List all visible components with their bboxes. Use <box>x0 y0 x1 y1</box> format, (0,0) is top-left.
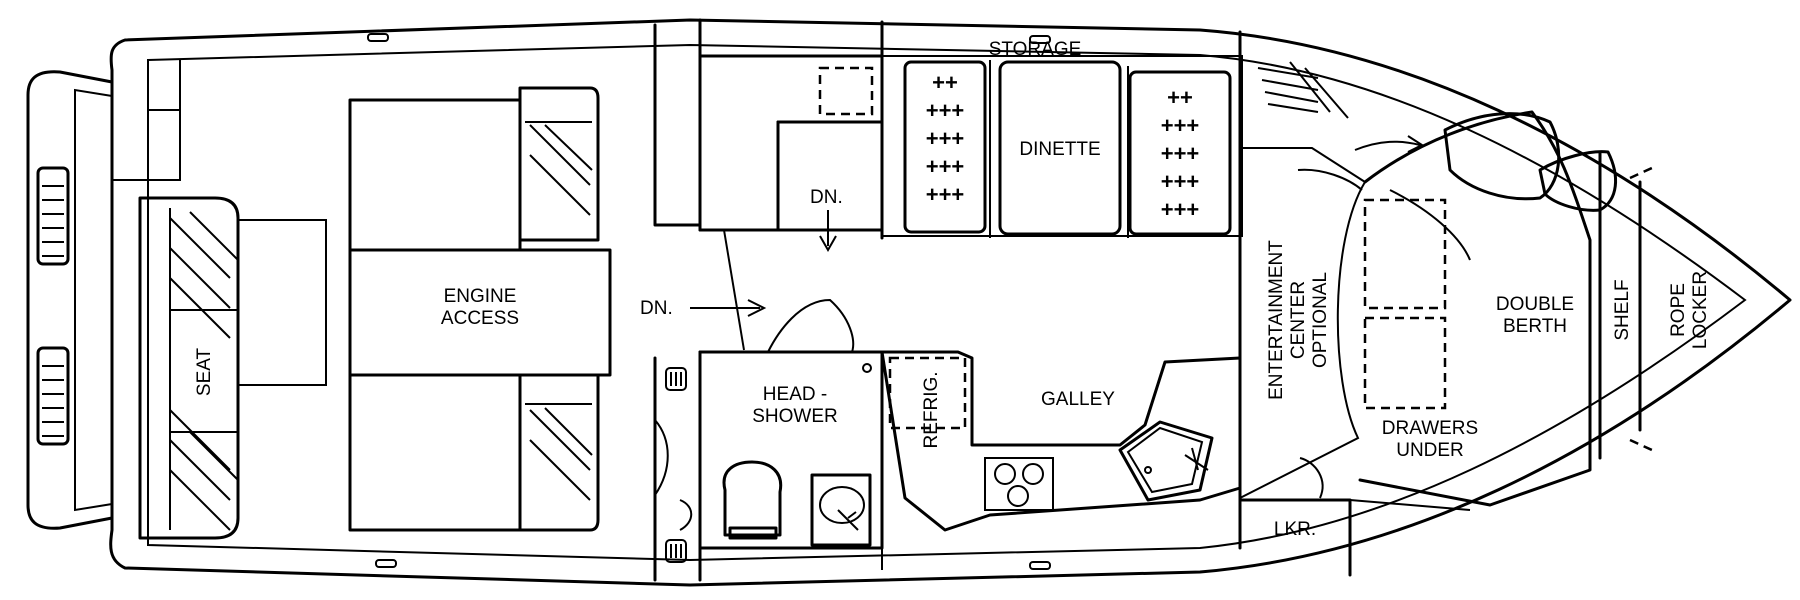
cockpit-coaming <box>112 60 181 181</box>
head-shower-label: HEAD -SHOWER <box>752 384 838 427</box>
dinette: STORAGE DINETTE ++ +++ +++ +++ +++ ++ ++… <box>880 20 1243 240</box>
seat: SEAT <box>138 196 327 540</box>
galley: REFRIG. GALLEY <box>880 350 1242 532</box>
refrig-label: REFRIG. <box>921 371 942 448</box>
dinette-cushion-right: +++ <box>1161 169 1200 194</box>
dinette-cushion-left: ++ <box>932 70 958 95</box>
head-shower: HEAD -SHOWER <box>698 298 884 570</box>
entertainment-center-label: ENTERTAINMENTCENTEROPTIONAL <box>1266 240 1331 400</box>
galley-label: GALLEY <box>1041 389 1115 410</box>
dinette-cushion-left: +++ <box>926 182 965 207</box>
dn-left-label: DN. <box>640 298 673 319</box>
dinette-cushion-right: ++ <box>1167 85 1193 110</box>
dinette-label: DINETTE <box>1019 139 1100 160</box>
dinette-cushion-left: +++ <box>926 154 965 179</box>
bow-storage: SHELF ROPELOCKER <box>1598 150 1711 460</box>
dinette-cushion-left: +++ <box>926 98 965 123</box>
hull-outline <box>109 18 1792 587</box>
dinette-cushion-right: +++ <box>1161 197 1200 222</box>
lkr-label: LKR. <box>1274 519 1316 540</box>
entertainment-center: ENTERTAINMENTCENTEROPTIONAL <box>1238 61 1425 550</box>
swim-platform <box>26 70 114 530</box>
dinette-cushion-right: +++ <box>1161 113 1200 138</box>
seat-label: SEAT <box>194 348 215 397</box>
companionway: DN. <box>640 18 884 582</box>
dinette-cushion-right: +++ <box>1161 141 1200 166</box>
dn-upper-label: DN. <box>810 187 843 208</box>
cleats <box>367 33 1051 570</box>
bulkhead-fixtures <box>665 367 687 563</box>
rope-locker-label: ROPELOCKER <box>1668 271 1711 349</box>
shelf-label: SHELF <box>1612 279 1633 340</box>
upper-step-area: DN. <box>698 66 884 253</box>
dinette-cushion-left: +++ <box>926 126 965 151</box>
locker: LKR. <box>1238 498 1471 577</box>
cockpit-side-seats <box>518 86 600 532</box>
storage-label: STORAGE <box>989 39 1082 60</box>
